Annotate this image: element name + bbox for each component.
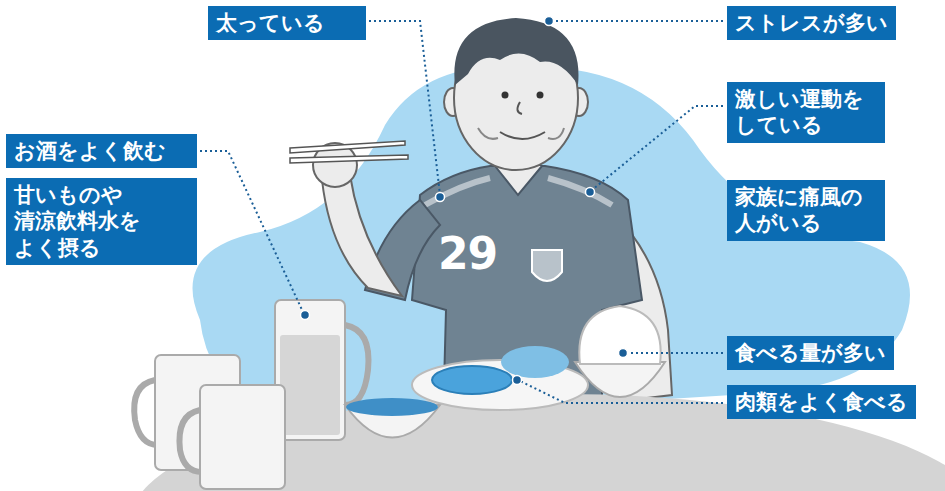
arm [322,175,402,296]
nose [517,102,522,114]
rice [579,306,660,364]
hair [454,18,578,85]
label-box: 甘いものや 清涼飲料水を よく摂る [6,178,197,265]
mouth [500,132,545,139]
label-text: 家族に痛風の 人がいる [735,184,877,237]
chopsticks [290,141,408,163]
label-text: 太っている [216,10,358,36]
label-box: 肉類をよく食べる [727,385,916,419]
leader-dot [301,311,310,320]
leader-line [520,381,723,403]
cheek [478,128,564,139]
leader-line [200,151,303,312]
glass-handle [345,325,369,405]
label-text: 食べる量が多い [735,340,886,366]
meat [432,366,512,394]
label-text: お酒をよく飲む [14,138,189,164]
leader-line [626,352,723,354]
leader-dots [301,17,628,385]
label-box: 太っている [208,6,366,40]
label-text: 甘いものや 清涼飲料水を よく摂る [14,182,189,261]
label-box: 家族に痛風の 人がいる [727,180,885,241]
leader-dot [513,376,522,385]
leader-lines [200,21,723,403]
rice-bowl [575,362,665,397]
mug [200,385,285,489]
leader-line [369,21,440,195]
label-text: 肉類をよく食べる [735,389,908,415]
label-box: お酒をよく飲む [6,134,197,168]
label-box: 食べる量が多い [727,336,894,370]
label-text: 激しい運動を している [735,86,877,139]
leader-line [552,20,723,22]
label-box: ストレスが多い [727,6,896,40]
label-box: 激しい運動を している [727,82,885,143]
mug-handle [179,410,202,472]
emblem [532,250,562,281]
soup [346,398,438,416]
eye [537,92,544,99]
eye [502,92,509,99]
leader-dot [619,349,628,358]
label-text: ストレスが多い [735,10,888,36]
shirt-number: 29 [438,228,497,279]
vegetables [501,346,569,378]
leader-line [592,106,723,190]
leader-dot [586,188,595,197]
beer [280,335,340,435]
leader-dot [545,17,554,26]
leader-dot [436,193,445,202]
